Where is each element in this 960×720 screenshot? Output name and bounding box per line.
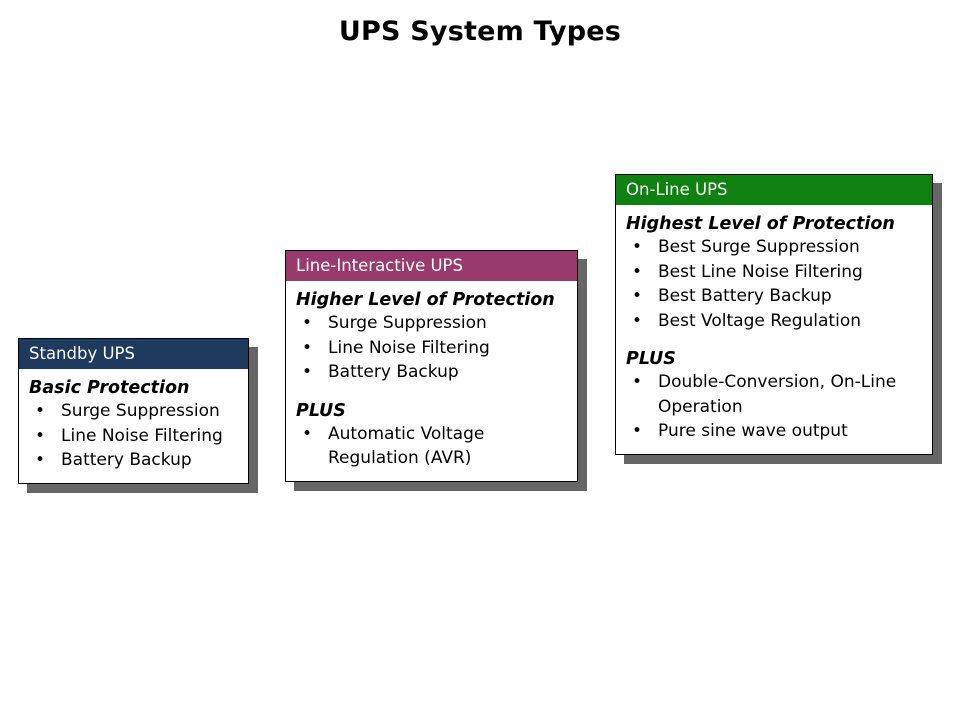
list-item-label: Battery Backup	[328, 362, 459, 382]
list-item: • Double-Conversion, On-Line Operation	[624, 370, 924, 419]
list-item: • Line Noise Filtering	[294, 336, 569, 361]
list-item-label: Battery Backup	[61, 450, 192, 470]
bullet-icon: •	[35, 425, 46, 446]
section-heading: Basic Protection	[29, 378, 190, 398]
list-item-label: Double-Conversion, On-Line Operation	[658, 372, 897, 417]
bullet-icon: •	[632, 372, 643, 392]
section-heading: Higher Level of Protection	[296, 290, 555, 310]
bullet-icon: •	[35, 450, 46, 470]
list-item-label: Best Line Noise Filtering	[658, 261, 863, 282]
card-standby-ups-header: Standby UPS	[19, 339, 248, 369]
bullet-icon: •	[632, 261, 643, 282]
bullet-list: • Surge Suppression • Line Noise Filteri…	[27, 399, 240, 473]
list-item: • Best Voltage Regulation	[624, 309, 924, 334]
bullet-icon: •	[302, 362, 313, 382]
card-line-interactive-ups-header: Line-Interactive UPS	[286, 251, 577, 281]
bullet-icon: •	[35, 401, 46, 421]
list-item: • Best Battery Backup	[624, 284, 924, 309]
bullet-list: • Automatic Voltage Regulation (AVR)	[294, 422, 569, 471]
card-online-ups-body: Highest Level of Protection • Best Surge…	[616, 205, 932, 454]
bullet-icon: •	[632, 310, 643, 331]
page-title: UPS System Types	[338, 16, 622, 47]
list-item-label: Surge Suppression	[61, 401, 220, 421]
list-item: • Pure sine wave output	[624, 419, 924, 444]
section-heading: Highest Level of Protection	[626, 214, 895, 234]
list-item-label: Line Noise Filtering	[61, 425, 223, 446]
bullet-icon: •	[632, 237, 643, 257]
bullet-list: • Best Surge Suppression • Best Line Noi…	[624, 235, 924, 333]
list-item: • Surge Suppression	[294, 311, 569, 336]
list-item: • Line Noise Filtering	[27, 424, 240, 449]
section-heading: PLUS	[296, 400, 346, 421]
card-online-ups-header: On-Line UPS	[616, 175, 932, 205]
list-item-label: Pure sine wave output	[658, 421, 848, 441]
card-standby-ups-body: Basic Protection • Surge Suppression • L…	[19, 369, 248, 483]
card-line-interactive-ups-body: Higher Level of Protection • Surge Suppr…	[286, 281, 577, 481]
card-standby-ups: Standby UPS Basic Protection • Surge Sup…	[18, 338, 249, 484]
list-item: • Best Line Noise Filtering	[624, 260, 924, 285]
list-item: • Best Surge Suppression	[624, 235, 924, 260]
bullet-icon: •	[302, 337, 313, 358]
list-item: • Battery Backup	[294, 360, 569, 385]
list-item: • Automatic Voltage Regulation (AVR)	[294, 422, 569, 471]
card-line-interactive-ups: Line-Interactive UPS Higher Level of Pro…	[285, 250, 578, 482]
list-item: • Battery Backup	[27, 448, 240, 473]
bullet-icon: •	[632, 421, 643, 441]
bullet-icon: •	[302, 313, 313, 333]
list-item-label: Best Voltage Regulation	[658, 310, 861, 331]
section-heading: PLUS	[626, 349, 676, 369]
list-item-label: Surge Suppression	[328, 313, 487, 333]
bullet-icon: •	[632, 286, 643, 306]
bullet-list: • Surge Suppression • Line Noise Filteri…	[294, 311, 569, 385]
list-item-label: Best Battery Backup	[658, 286, 832, 306]
list-item-label: Best Surge Suppression	[658, 237, 860, 257]
list-item: • Surge Suppression	[27, 399, 240, 424]
list-item-label: Line Noise Filtering	[328, 337, 490, 358]
bullet-icon: •	[302, 423, 313, 444]
card-online-ups: On-Line UPS Highest Level of Protection …	[615, 174, 933, 455]
bullet-list: • Double-Conversion, On-Line Operation •…	[624, 370, 924, 444]
list-item-label: Automatic Voltage Regulation (AVR)	[328, 423, 485, 469]
